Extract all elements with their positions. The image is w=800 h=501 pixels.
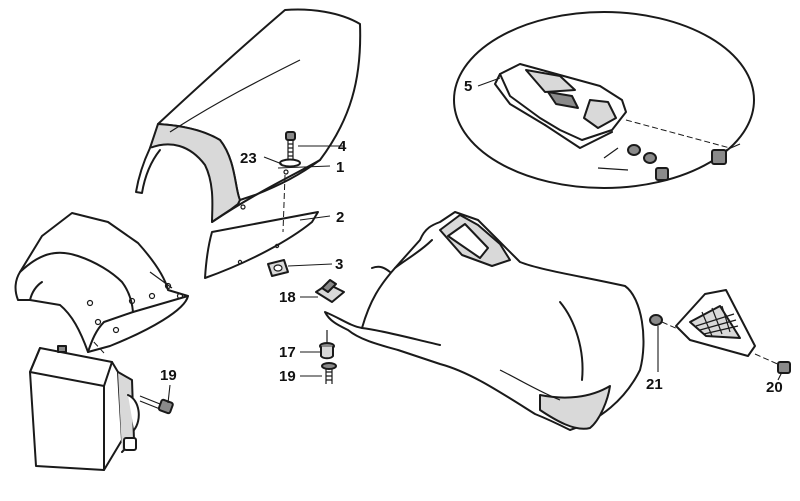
callout-23: 23 [240, 150, 257, 167]
screw-part-20 [754, 353, 791, 374]
callout-labels: 1 2 3 4 5 17 18 19 19 20 21 23 [160, 78, 783, 396]
callout-3: 3 [335, 256, 343, 273]
callout-18: 18 [279, 289, 296, 306]
callout-4: 4 [338, 138, 347, 155]
screw-part-19-center [321, 362, 337, 384]
turn-indicator-part [675, 289, 756, 357]
callout-1: 1 [336, 159, 344, 176]
grommet-part-17 [319, 330, 335, 360]
callout-17: 17 [279, 344, 296, 361]
callout-5: 5 [464, 78, 472, 95]
seat-cowl-part [135, 8, 362, 223]
speed-nut-part-18 [315, 279, 345, 303]
nut-part-3 [267, 259, 289, 277]
callout-19-left: 19 [160, 367, 177, 384]
inset-screw-part [627, 143, 741, 181]
callout-19-center: 19 [279, 368, 296, 385]
callout-20: 20 [766, 379, 783, 396]
inset-detail-circle [453, 11, 755, 189]
side-fairing-part [324, 211, 645, 431]
washer-part-21 [649, 314, 681, 331]
callout-21: 21 [646, 376, 663, 393]
leader-lines [167, 77, 783, 404]
headlight-part [29, 339, 140, 471]
seat-lens-part [204, 174, 319, 279]
headlight-fairing-part [14, 212, 189, 353]
callout-2: 2 [336, 209, 344, 226]
